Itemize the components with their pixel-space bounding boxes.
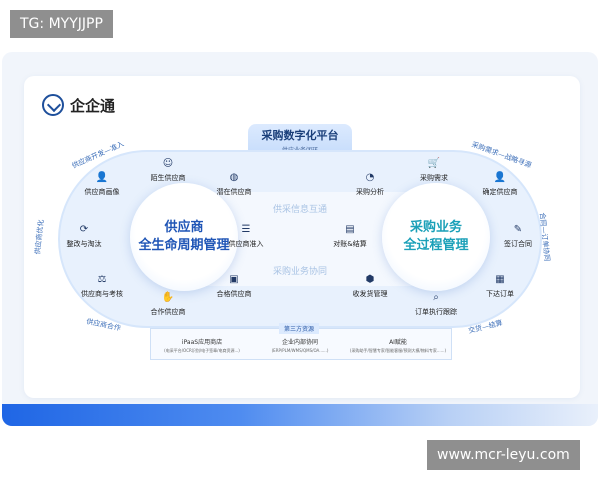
- logo-text: 企企通: [70, 96, 116, 115]
- node-label: 对账&结算: [333, 240, 367, 248]
- business-collab-label: 采购业务协同: [272, 267, 327, 277]
- procurement-process-core: 采购业务 全过程管理: [382, 183, 490, 291]
- node-label: 采购分析: [356, 188, 384, 196]
- logo: 企企通: [42, 94, 115, 116]
- procurement-core-line1: 采购业务: [409, 220, 462, 235]
- user-check-icon: 👤: [493, 172, 507, 183]
- resource-internal: 企业内部协同 (ERP/PLM/WMS/QMS/OA......): [251, 337, 349, 353]
- node-label: 合作供应商: [150, 308, 186, 316]
- node-confirm-supplier: 👤 确定供应商: [472, 172, 528, 197]
- document-icon: ▤: [345, 224, 355, 235]
- node-reconcile-settle: ▤ 对账&结算: [322, 224, 378, 249]
- node-place-order: ▦ 下达订单: [472, 274, 528, 299]
- node-label: 签订合同: [504, 240, 532, 248]
- watermark-url: www.mcr-leyu.com: [427, 440, 580, 470]
- node-label: 陌生供应商: [150, 174, 186, 182]
- third-party-title: 第三方资源: [279, 323, 320, 334]
- procurement-core-line2: 全过程管理: [403, 238, 469, 253]
- node-label: 供应商准入: [228, 240, 264, 248]
- node-label: 确定供应商: [482, 188, 518, 196]
- node-label: 供应商画像: [84, 188, 120, 196]
- node-label: 下达订单: [486, 290, 514, 298]
- node-supplier-assessment: ⚖ 供应商与考核: [74, 274, 130, 299]
- supplier-lifecycle-core: 供应商 全生命周期管理: [130, 183, 238, 291]
- resource-detail: (电采平台/OCR识别/电子签章/电商资源...): [164, 348, 240, 353]
- gavel-icon: ⚖: [97, 274, 107, 285]
- handshake-icon: ✋: [161, 292, 175, 303]
- node-sign-contract: ✎ 签订合同: [490, 224, 546, 249]
- node-supplier-profile: 👤 供应商画像: [74, 172, 130, 197]
- node-label: 潜在供应商: [216, 188, 252, 196]
- node-qualified-supplier: ▣ 合格供应商: [206, 274, 262, 299]
- node-label: 合格供应商: [216, 290, 252, 298]
- node-cooperative-supplier: ✋ 合作供应商: [140, 292, 196, 317]
- node-label: 整改与淘汰: [66, 240, 102, 248]
- supplier-core-line2: 全生命周期管理: [138, 238, 230, 253]
- box-icon: ⬢: [365, 274, 375, 285]
- node-supplier-admission: ☰ 供应商准入: [218, 224, 274, 249]
- refresh-icon: ⟳: [79, 224, 89, 235]
- node-purchase-demand: 🛒 采购需求: [406, 158, 462, 183]
- resource-ai: AI赋能 (采购助手/智慧专家/智能客服/预测大模/物料专家......): [349, 337, 447, 354]
- node-unfamiliar-supplier: ☺ 陌生供应商: [140, 158, 196, 183]
- node-rectify-eliminate: ⟳ 整改与淘汰: [56, 224, 112, 249]
- list-icon: ☰: [241, 224, 251, 235]
- cart-icon: 🛒: [427, 158, 441, 169]
- node-purchase-analysis: ◔ 采购分析: [342, 172, 398, 197]
- person-icon: 👤: [95, 172, 109, 183]
- channel-tag: TG: MYYJJPP: [10, 10, 113, 38]
- node-label: 收发货管理: [352, 290, 388, 298]
- third-party-resources: 第三方资源 iPaaS应用商店 (电采平台/OCR识别/电子签章/电商资源...…: [150, 323, 452, 360]
- node-shipping-receiving: ⬢ 收发货管理: [342, 274, 398, 299]
- logo-icon: [42, 94, 64, 116]
- resource-detail: (采购助手/智慧专家/智能客服/预测大模/物料专家......): [349, 348, 447, 353]
- resource-heading: AI赋能: [389, 339, 407, 346]
- briefcase-icon: ▣: [229, 274, 239, 285]
- order-icon: ▦: [495, 274, 505, 285]
- cookie-icon: ◍: [229, 172, 239, 183]
- node-label: 供应商与考核: [81, 290, 123, 298]
- smiley-icon: ☺: [162, 158, 174, 169]
- node-label: 采购需求: [420, 174, 448, 182]
- chart-icon: ◔: [365, 172, 375, 183]
- node-potential-supplier: ◍ 潜在供应商: [206, 172, 262, 197]
- contract-icon: ✎: [513, 224, 523, 235]
- resource-heading: 企业内部协同: [281, 339, 318, 346]
- info-exchange-label: 供采信息互通: [272, 205, 327, 215]
- search-doc-icon: ⌕: [433, 292, 439, 303]
- platform-title: 采购数字化平台: [261, 129, 339, 142]
- resource-ipaas: iPaaS应用商店 (电采平台/OCR识别/电子签章/电商资源...): [153, 337, 251, 354]
- node-label: 订单执行跟踪: [415, 308, 457, 316]
- node-order-tracking: ⌕ 订单执行跟踪: [408, 292, 464, 317]
- resource-heading: iPaaS应用商店: [181, 339, 223, 346]
- supplier-core-line1: 供应商: [164, 220, 204, 235]
- footer-gradient-bar: [2, 404, 598, 426]
- resource-detail: (ERP/PLM/WMS/QMS/OA......): [271, 348, 329, 353]
